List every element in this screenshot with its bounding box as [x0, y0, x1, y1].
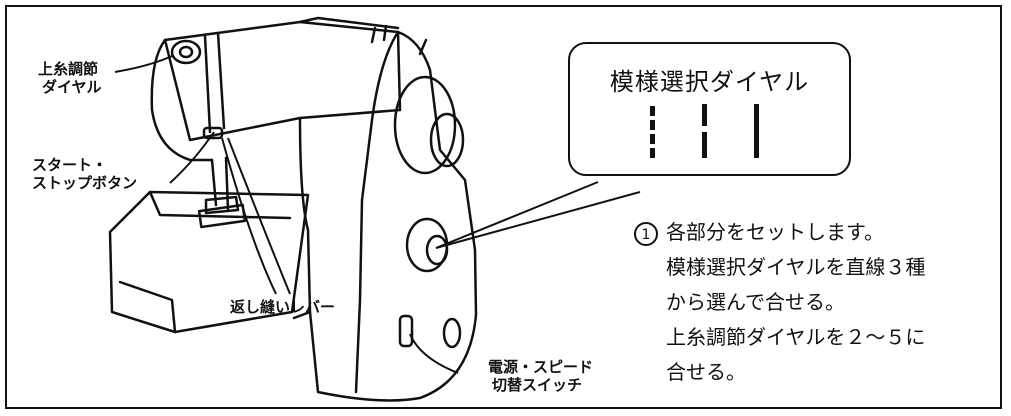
- illustration-frame: [5, 5, 1002, 409]
- reverse-lever-label: 返し縫いレバー: [230, 298, 336, 316]
- pattern-dial-callout: 模様選択ダイヤル: [568, 42, 851, 176]
- upper-tension-dial: [170, 39, 202, 65]
- start-stop-button: [202, 126, 224, 140]
- instruction-line: 合せる。: [666, 360, 746, 384]
- upper-tension-dial-label: 上糸調節 ダイヤル: [38, 60, 102, 96]
- start-stop-button-label: スタート・ ストップボタン: [32, 156, 138, 192]
- step-number-badge: 1: [634, 221, 658, 246]
- instruction-line: 上糸調節ダイヤルを２～５に: [666, 325, 926, 349]
- instruction-text: 1 各部分をセットします。 模様選択ダイヤルを直線３種 から選んで合せる。 上糸調…: [634, 215, 925, 390]
- straight-stitch-marks: [650, 104, 759, 158]
- power-switch: [398, 314, 414, 348]
- machine-pillar: [292, 116, 312, 320]
- handwheel: [393, 75, 457, 175]
- instruction-line: 模様選択ダイヤルを直線３種: [666, 255, 926, 279]
- speed-switch: [442, 317, 462, 349]
- power-speed-switch-label: 電源・スピード 切替スイッチ: [488, 358, 594, 394]
- instruction-line: から選んで合せる。: [666, 290, 845, 314]
- callout-title: 模様選択ダイヤル: [609, 68, 810, 96]
- instruction-line: 各部分をセットします。: [666, 220, 884, 244]
- machine-arm: [163, 20, 402, 142]
